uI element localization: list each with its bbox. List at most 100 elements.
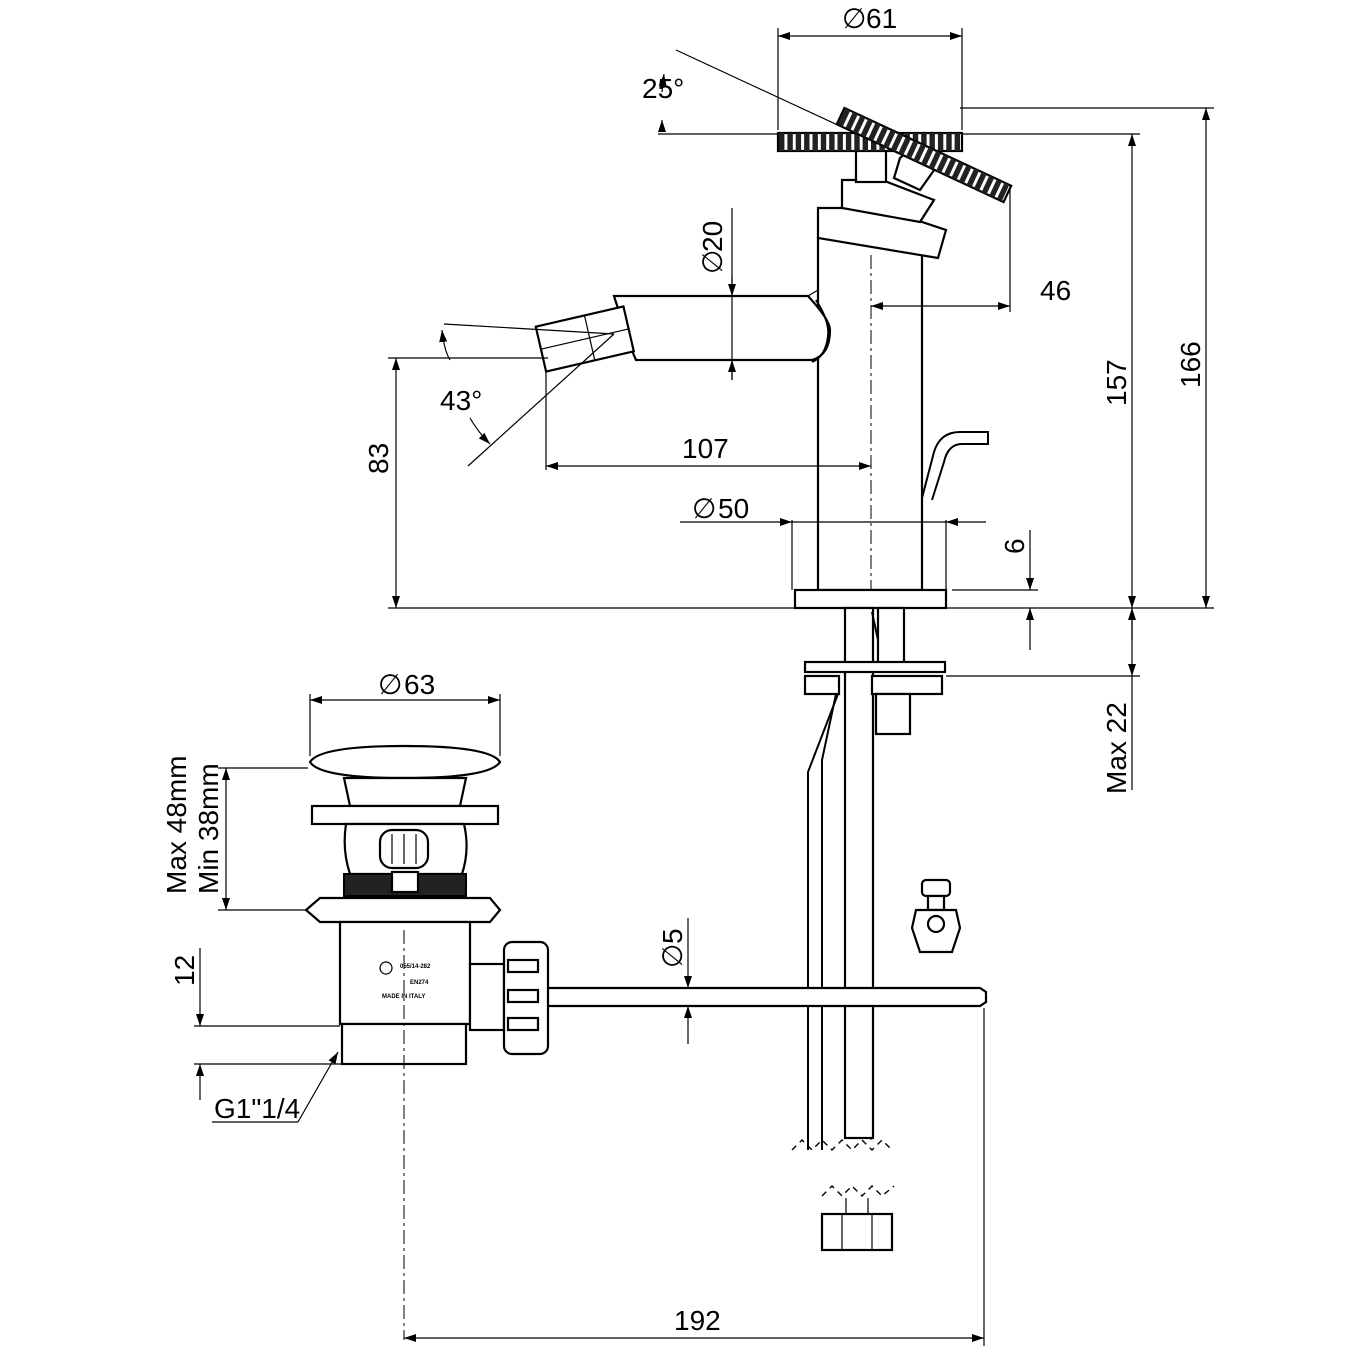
dimensions: ∅ 61 25° ∅ 20 46 43° 107 [161, 3, 1214, 1346]
wheel-tooth [966, 168, 980, 188]
waste-code: 055/14-282 [400, 964, 431, 970]
clamp-hole [926, 914, 946, 934]
nut-right [870, 674, 944, 696]
wheel-tooth [898, 136, 911, 156]
wheel-tooth [787, 133, 793, 151]
wheel-tooth [981, 175, 995, 195]
wheel-tooth [868, 122, 881, 142]
dim-157-value: 157 [1101, 359, 1132, 406]
dim-43-angle: 43° [440, 385, 482, 416]
waste-basin-flange [304, 896, 502, 924]
wheel-tooth [929, 133, 935, 151]
break-line-bottom [821, 1185, 895, 1197]
rod-clamp [910, 878, 962, 954]
wheel-tooth [795, 133, 802, 151]
wheel-tooth [996, 182, 1010, 202]
wheel-tooth [862, 133, 868, 151]
wheel-tooth [837, 133, 843, 151]
waste-flange [310, 804, 500, 826]
waste-logo [379, 961, 393, 975]
wheel-tooth [854, 133, 860, 151]
waste-side-port [468, 962, 506, 1032]
dim-20-value: 20 [697, 221, 728, 252]
dim-thread-value: G1"1/4 [214, 1093, 300, 1124]
threaded-stud [843, 606, 875, 1140]
dim-46-value: 46 [1040, 275, 1071, 306]
fixing-assembly [532, 606, 988, 1252]
waste-marking-1: EN274 [410, 980, 429, 986]
wheel-tooth [974, 171, 987, 191]
mixer-body-cylinder [816, 236, 924, 592]
dim-max48-value: Max 48mm [161, 756, 192, 894]
wheel-tooth [958, 164, 972, 184]
dim-107-value: 107 [682, 433, 729, 464]
wheel-tooth [928, 150, 942, 170]
horizontal-rod [532, 986, 988, 1008]
wheel-tooth [951, 161, 964, 181]
dim-12-value: 12 [169, 955, 200, 986]
wheel-tooth [943, 157, 957, 177]
dim-25-angle: 25° [642, 73, 684, 104]
wheel-tooth [812, 133, 818, 151]
wheel-tooth [845, 133, 852, 151]
spout-joint-top [807, 289, 819, 297]
pop-up-lever [921, 431, 989, 501]
waste-cap-neck [342, 776, 468, 808]
waste-body [338, 920, 472, 1026]
base-ring [793, 588, 948, 610]
wheel-tooth [860, 118, 873, 138]
wheel-tooth [883, 129, 896, 149]
wheel-tooth [921, 133, 927, 151]
wheel-tooth [845, 111, 858, 131]
wheel-tooth [946, 133, 952, 151]
clamp-top [920, 878, 952, 898]
wheel-tooth [852, 115, 866, 135]
dim-192-value: 192 [674, 1305, 721, 1336]
lever-knob [921, 431, 989, 501]
fixing-nut [874, 692, 912, 736]
break-line-top [791, 1139, 891, 1151]
dim-61-symbol: ∅ [842, 3, 866, 34]
wheel-tooth [936, 154, 949, 173]
spout [534, 289, 832, 373]
hex-nut [820, 1212, 894, 1252]
aerator [534, 305, 636, 373]
dim-5-value: 5 [657, 928, 688, 944]
wheel-tooth [820, 133, 827, 151]
pull-rod-outer [807, 693, 839, 1150]
pull-rod-inner [821, 693, 837, 1150]
dim-63-value: 63 [404, 669, 435, 700]
dim-max22-value: Max 22 [1101, 702, 1132, 794]
dim-min38-value: Min 38mm [193, 763, 224, 894]
spout-joint-curve [811, 299, 830, 363]
wheel-tilted-rim [835, 106, 1013, 204]
wheel-tooth [954, 133, 960, 151]
wheel-tooth [989, 179, 1002, 198]
wheel-tooth [921, 147, 934, 166]
handle-wheel-tilted [835, 106, 1013, 204]
nut-left [803, 674, 841, 696]
pop-up-waste: 055/14-282 EN274 MADE IN ITALY [304, 744, 550, 1340]
wheel-tooth [837, 108, 851, 127]
supply-stud [876, 606, 906, 672]
dim-61-value: 61 [866, 3, 897, 34]
wheel-tooth [829, 133, 835, 151]
dim-50-value: 50 [718, 493, 749, 524]
spout-arm [612, 294, 832, 362]
dim-20-symbol: ∅ [697, 250, 728, 274]
wheel-tooth [905, 140, 919, 159]
waste-thread-marker [390, 870, 420, 894]
clamp-neck [926, 894, 946, 912]
wheel-tooth [779, 133, 785, 151]
wheel-tooth [890, 133, 904, 152]
dim-6-value: 6 [999, 538, 1030, 554]
waste-cap [308, 744, 502, 780]
washer [803, 660, 947, 674]
wheel-tooth [875, 126, 889, 145]
waste-marking-2: MADE IN ITALY [382, 994, 425, 1000]
dim-166-value: 166 [1175, 341, 1206, 388]
wheel-tooth [937, 133, 944, 151]
handle-stem [854, 148, 888, 184]
wheel-tooth [804, 133, 810, 151]
dim-63-symbol: ∅ [378, 669, 402, 700]
